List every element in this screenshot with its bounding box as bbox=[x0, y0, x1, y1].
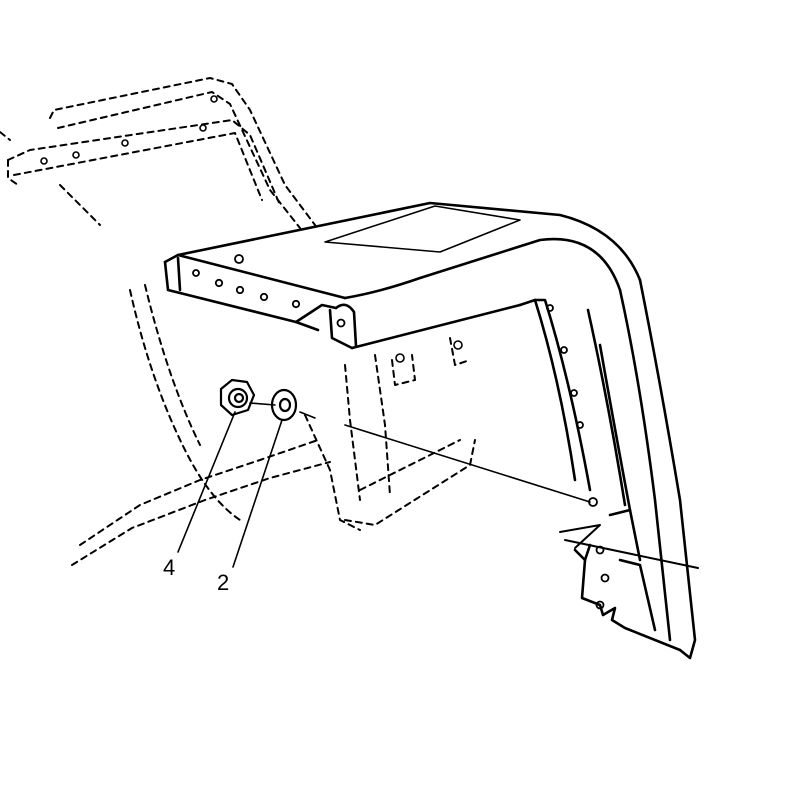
section-break-lines bbox=[559, 524, 699, 569]
body-panel-outline bbox=[0, 77, 476, 566]
nut-part-4 bbox=[219, 378, 256, 417]
callout-leaders bbox=[177, 411, 283, 568]
assembly-axis-line bbox=[249, 402, 591, 503]
body-panel-holes bbox=[40, 95, 463, 363]
bracket-holes bbox=[192, 254, 610, 610]
mounting-bracket bbox=[163, 201, 697, 660]
callout-label-2: 2 bbox=[217, 570, 230, 595]
callout-label-4: 4 bbox=[163, 555, 176, 580]
